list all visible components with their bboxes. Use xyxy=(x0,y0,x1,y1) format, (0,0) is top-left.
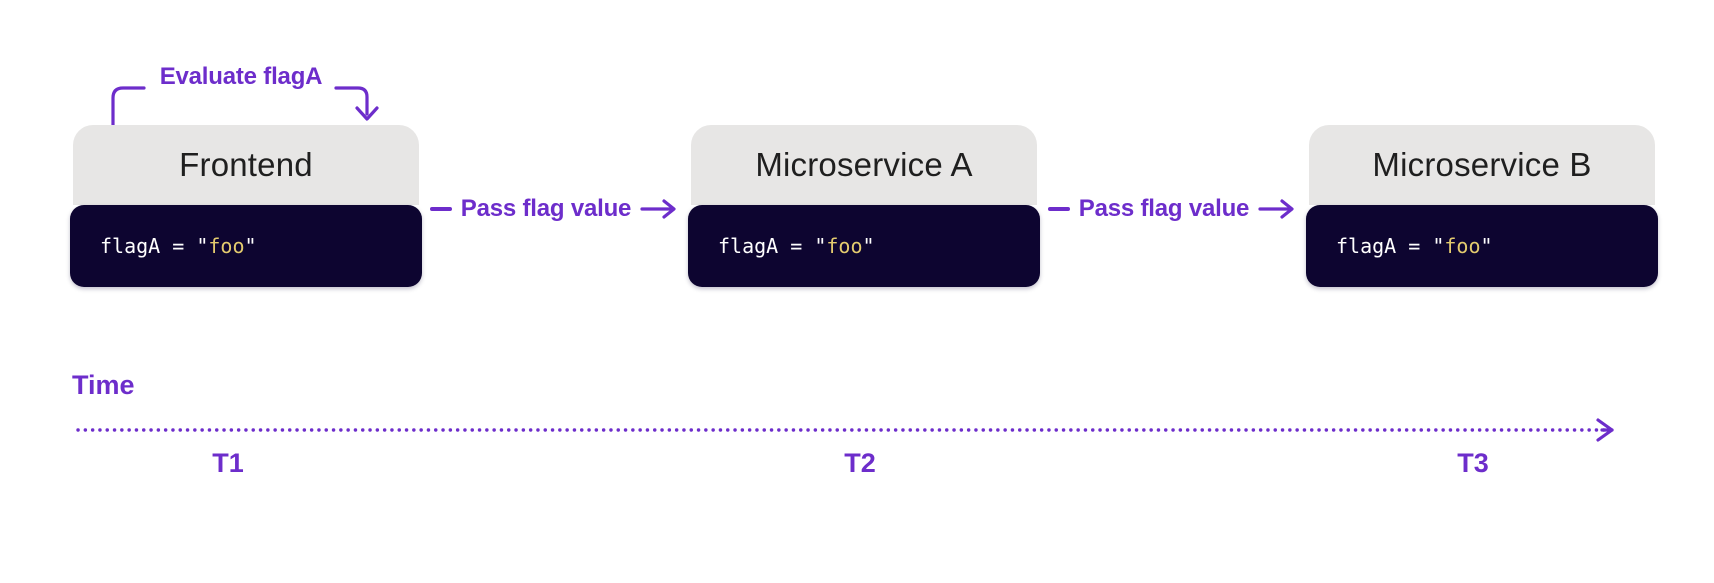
time-axis-label: Time xyxy=(72,370,135,400)
evaluate-flag-label: Evaluate flagA xyxy=(159,63,323,90)
arrow-right-icon xyxy=(640,199,676,219)
connector-dash xyxy=(429,207,452,211)
code-text: " xyxy=(1480,234,1493,258)
code-string-value: foo xyxy=(826,234,863,258)
connector-dash xyxy=(1047,207,1070,211)
code-text: flagA = " xyxy=(100,234,209,258)
node-microservice-b-title: Microservice B xyxy=(1309,125,1655,205)
code-text: flagA = " xyxy=(1336,234,1445,258)
code-string-value: foo xyxy=(1444,234,1481,258)
node-microservice-b-code-block: flagA = "foo" xyxy=(1306,205,1658,287)
pass-flag-value-label: Pass flag value xyxy=(1078,195,1250,222)
code-text: " xyxy=(244,234,257,258)
connector-frontend-to-ms-a: Pass flag value xyxy=(422,193,688,225)
node-microservice-a-title: Microservice A xyxy=(691,125,1037,205)
time-tick-t1: T1 xyxy=(212,448,244,478)
node-frontend-code-block: flagA = "foo" xyxy=(70,205,422,287)
time-tick-t2: T2 xyxy=(844,448,876,478)
code-text: flagA = " xyxy=(718,234,827,258)
connector-ms-a-to-ms-b: Pass flag value xyxy=(1040,193,1306,225)
code-string-value: foo xyxy=(208,234,245,258)
time-tick-t3: T3 xyxy=(1457,448,1489,478)
pass-flag-value-label: Pass flag value xyxy=(460,195,632,222)
arrow-right-icon xyxy=(1258,199,1294,219)
node-microservice-a: Microservice A flagA = "foo" xyxy=(688,125,1040,287)
node-frontend-title: Frontend xyxy=(73,125,419,205)
code-text: " xyxy=(862,234,875,258)
evaluate-bracket-arrow-icon xyxy=(111,86,379,128)
time-axis-dotted-arrow xyxy=(76,418,1614,442)
node-microservice-b: Microservice B flagA = "foo" xyxy=(1306,125,1658,287)
node-microservice-a-code-block: flagA = "foo" xyxy=(688,205,1040,287)
node-frontend: Frontend flagA = "foo" xyxy=(70,125,422,287)
